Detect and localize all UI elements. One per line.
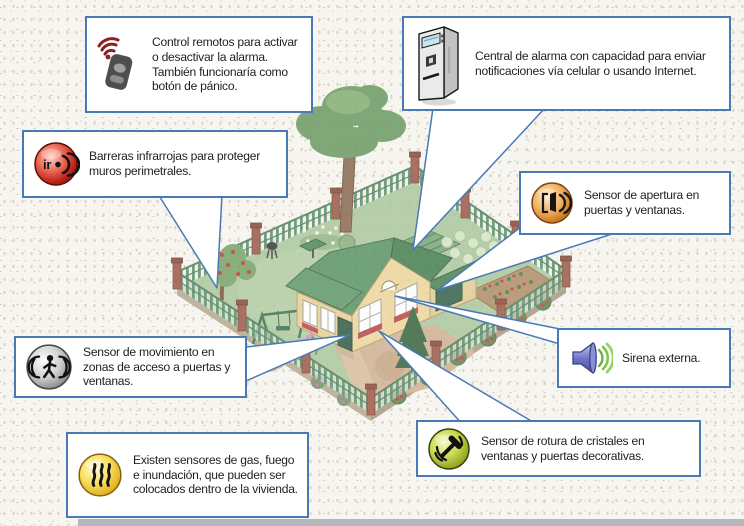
glass-break-sensor-icon	[426, 426, 472, 472]
callout-text: Control remotos para activar o desactiva…	[152, 34, 298, 94]
callout-text: Sensor de apertura en puertas y ventanas…	[584, 188, 700, 217]
callout-motion-sensor: Sensor de movimiento en zonas de acceso …	[14, 336, 247, 398]
ir-icon-label: ir	[43, 157, 51, 172]
callout-remote-control: Control remotos para activar o desactiva…	[85, 16, 313, 113]
alarm-panel-icon	[412, 21, 466, 107]
callout-text: Sensor de rotura de cristales en ventana…	[481, 433, 645, 463]
callout-infrared-barriers: ir Barreras infrarrojas para proteger mu…	[22, 130, 288, 198]
bottom-window-edge	[78, 519, 744, 526]
remote-control-icon	[95, 36, 143, 93]
callout-text: Barreras infrarrojas para proteger muros…	[89, 149, 260, 178]
callout-alarm-central: Central de alarma con capacidad para env…	[402, 16, 731, 111]
callout-opening-sensor: Sensor de apertura en puertas y ventanas…	[519, 171, 731, 235]
gas-fire-flood-sensor-icon	[76, 451, 124, 499]
callout-glass-break-sensor: Sensor de rotura de cristales en ventana…	[416, 420, 701, 477]
callout-text: Central de alarma con capacidad para env…	[475, 48, 706, 78]
callout-text: Sirena externa.	[622, 350, 701, 365]
door-opening-sensor-icon	[529, 180, 575, 226]
callout-text: Sensor de movimiento en zonas de acceso …	[83, 344, 231, 389]
motion-sensor-icon	[24, 342, 74, 392]
infrared-barrier-icon: ir	[32, 140, 80, 188]
callout-external-siren: Sirena externa.	[557, 328, 731, 388]
callout-text: Existen sensores de gas, fuego e inundac…	[133, 452, 298, 497]
callout-indoor-sensors: Existen sensores de gas, fuego e inundac…	[66, 432, 309, 518]
siren-icon	[567, 337, 613, 379]
